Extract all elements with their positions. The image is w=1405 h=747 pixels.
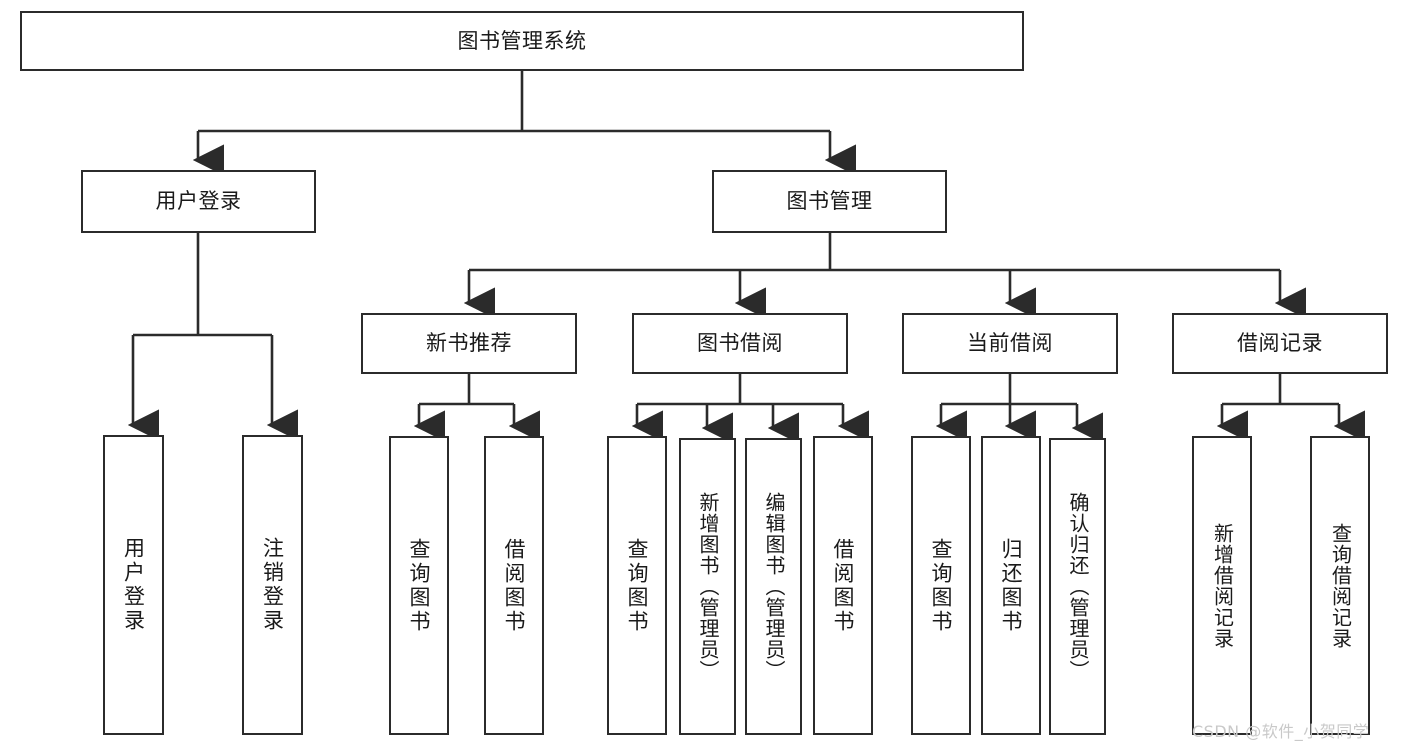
- node-leaf-confirm-return-label: 确认归还（管理员）: [1066, 492, 1090, 681]
- node-leaf-query-book-1[interactable]: 查询图书: [389, 436, 449, 735]
- node-leaf-add-record[interactable]: 新增借阅记录: [1192, 436, 1252, 735]
- node-user-login[interactable]: 用户登录: [81, 170, 316, 233]
- node-borrow-record[interactable]: 借阅记录: [1172, 313, 1388, 374]
- node-new-book-recommend[interactable]: 新书推荐: [361, 313, 577, 374]
- node-current-borrow[interactable]: 当前借阅: [902, 313, 1118, 374]
- node-leaf-borrow-book-2[interactable]: 借阅图书: [813, 436, 873, 735]
- node-book-borrow-label: 图书借阅: [697, 331, 783, 356]
- node-leaf-borrow-book-1-label: 借阅图书: [502, 537, 527, 634]
- node-leaf-borrow-book-1[interactable]: 借阅图书: [484, 436, 544, 735]
- node-user-login-label: 用户登录: [155, 189, 242, 214]
- csdn-watermark: CSDN @软件_小贺同学: [1192, 722, 1370, 741]
- node-book-manage[interactable]: 图书管理: [712, 170, 947, 233]
- node-leaf-edit-book[interactable]: 编辑图书（管理员）: [745, 438, 802, 735]
- node-new-book-recommend-label: 新书推荐: [426, 331, 512, 356]
- node-root-label: 图书管理系统: [457, 28, 587, 53]
- node-leaf-return-book[interactable]: 归还图书: [981, 436, 1041, 735]
- node-leaf-query-record-label: 查询借阅记录: [1328, 522, 1353, 649]
- node-leaf-add-book-label: 新增图书（管理员）: [696, 492, 720, 681]
- node-leaf-query-book-3-label: 查询图书: [929, 537, 954, 634]
- node-leaf-return-book-label: 归还图书: [999, 537, 1024, 634]
- node-leaf-user-login-label: 用户登录: [121, 537, 146, 633]
- node-leaf-add-record-label: 新增借阅记录: [1210, 522, 1235, 649]
- node-leaf-logout-login-label: 注销登录: [260, 537, 285, 633]
- node-book-borrow[interactable]: 图书借阅: [632, 313, 848, 374]
- node-current-borrow-label: 当前借阅: [967, 331, 1053, 356]
- node-leaf-query-record[interactable]: 查询借阅记录: [1310, 436, 1370, 735]
- node-leaf-edit-book-label: 编辑图书（管理员）: [762, 492, 786, 681]
- node-leaf-confirm-return[interactable]: 确认归还（管理员）: [1049, 438, 1106, 735]
- node-leaf-query-book-1-label: 查询图书: [407, 537, 432, 634]
- node-leaf-user-login[interactable]: 用户登录: [103, 435, 164, 735]
- node-borrow-record-label: 借阅记录: [1237, 331, 1323, 356]
- node-leaf-add-book[interactable]: 新增图书（管理员）: [679, 438, 736, 735]
- node-leaf-logout-login[interactable]: 注销登录: [242, 435, 303, 735]
- node-leaf-borrow-book-2-label: 借阅图书: [831, 537, 856, 634]
- node-book-manage-label: 图书管理: [786, 189, 873, 214]
- node-leaf-query-book-2[interactable]: 查询图书: [607, 436, 667, 735]
- node-root[interactable]: 图书管理系统: [20, 11, 1024, 71]
- node-leaf-query-book-3[interactable]: 查询图书: [911, 436, 971, 735]
- node-leaf-query-book-2-label: 查询图书: [625, 537, 650, 634]
